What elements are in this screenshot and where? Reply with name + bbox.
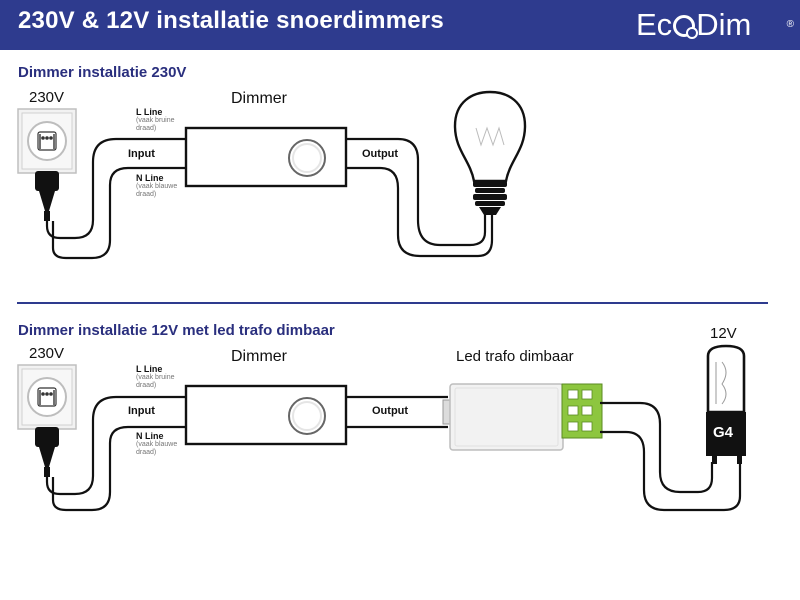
light-bulb-icon — [453, 90, 527, 215]
socket-voltage-label-12v-section: 230V — [29, 345, 65, 362]
section-12v-diagram — [17, 344, 746, 512]
dimmer-box-12v — [184, 384, 348, 446]
l-line-label-12v: L Line — [136, 364, 163, 374]
l-line-label-230v: L Line — [136, 107, 163, 117]
wall-socket-230v-top — [17, 108, 77, 222]
led-trafo-label: Led trafo dimbaar — [456, 348, 574, 365]
g4-lamp-icon — [706, 344, 746, 464]
logo-bulb-icon — [673, 15, 699, 39]
trafo-terminal-block — [561, 383, 603, 439]
registered-mark: ® — [786, 19, 794, 30]
logo-text-part2: Dim — [696, 7, 752, 42]
l-line-note-230v: (vaak bruine draad) — [136, 117, 175, 132]
section-title-230v: Dimmer installatie 230V — [18, 64, 187, 81]
n-line-label-12v: N Line — [136, 431, 164, 441]
lamp-voltage-label: 12V — [710, 325, 737, 342]
dimmer-label-12v: Dimmer — [231, 348, 287, 365]
n-line-note-230v: (vaak blauwe draad) — [136, 183, 178, 198]
led-trafo — [442, 383, 603, 451]
header-bar: 230V & 12V installatie snoerdimmers Ec Di… — [0, 0, 800, 50]
dimmer-label-230v: Dimmer — [231, 90, 287, 107]
logo-text-part1: Ec — [636, 7, 673, 42]
output-label-230v: Output — [362, 148, 399, 160]
page-title: 230V & 12V installatie snoerdimmers — [18, 7, 444, 34]
socket-voltage-label-230v: 230V — [29, 89, 65, 106]
n-line-note-12v: (vaak blauwe draad) — [136, 441, 178, 456]
n-line-label-230v: N Line — [136, 173, 164, 183]
ecodim-logo: Ec Dim ® — [636, 5, 794, 45]
dimmer-box-230v — [184, 126, 348, 188]
input-label-230v: Input — [128, 148, 155, 160]
section-divider — [17, 302, 768, 304]
wall-socket-230v-bottom — [17, 364, 77, 478]
output-label-12v: Output — [372, 405, 409, 417]
l-line-note-12v: (vaak bruine draad) — [136, 374, 175, 389]
section-230v-diagram — [17, 90, 527, 260]
input-label-12v: Input — [128, 405, 155, 417]
section-title-12v: Dimmer installatie 12V met led trafo dim… — [18, 322, 335, 339]
g4-lamp-type-label: G4 — [713, 424, 734, 441]
